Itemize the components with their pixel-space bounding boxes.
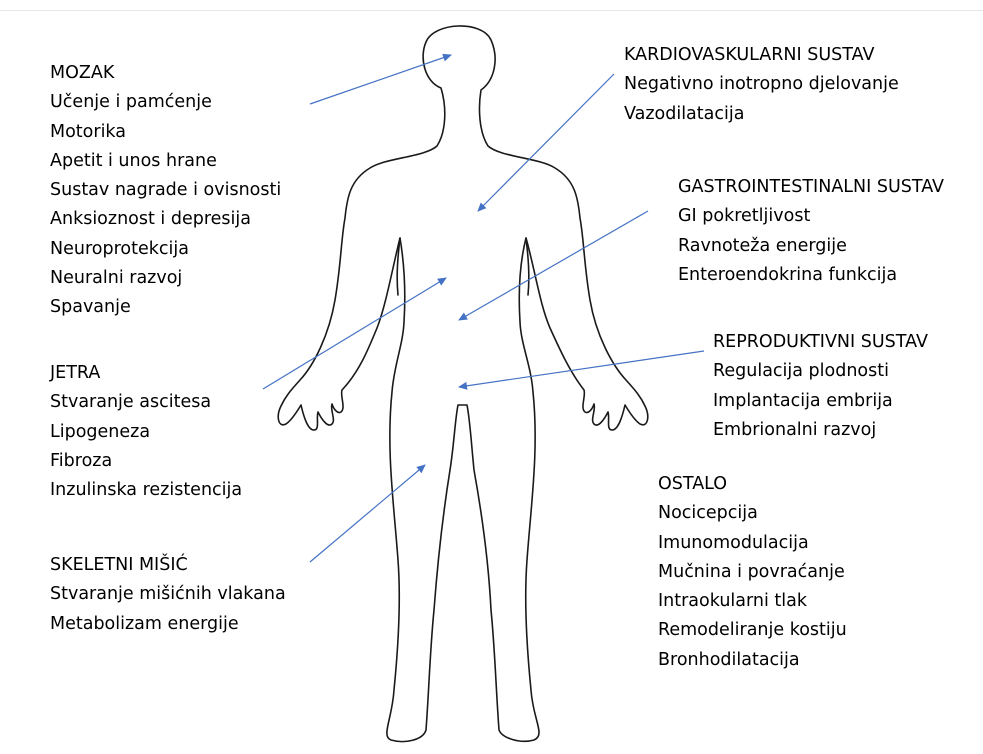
group-title-repro: REPRODUKTIVNI SUSTAV — [713, 328, 928, 357]
connector-arrows — [263, 55, 704, 562]
list-item: Ravnoteža energije — [678, 232, 944, 261]
list-item: Bronhodilatacija — [658, 646, 847, 675]
arrow-jetra — [263, 278, 446, 389]
list-item: Apetit i unos hrane — [50, 147, 281, 176]
group-kardio: KARDIOVASKULARNI SUSTAV Negativno inotro… — [624, 41, 899, 129]
list-item: Stvaranje ascitesa — [50, 388, 242, 417]
arrow-gastro — [459, 211, 648, 320]
group-ostalo: OSTALO Nocicepcija Imunomodulacija Mučni… — [658, 470, 847, 675]
list-item: Embrionalni razvoj — [713, 416, 928, 445]
list-item: Lipogeneza — [50, 418, 242, 447]
list-item: Neuralni razvoj — [50, 264, 281, 293]
list-item: Metabolizam energije — [50, 610, 286, 639]
list-item: Inzulinska rezistencija — [50, 476, 242, 505]
group-title-skeletni: SKELETNI MIŠIĆ — [50, 551, 286, 580]
list-item: Negativno inotropno djelovanje — [624, 70, 899, 99]
list-item: Nocicepcija — [658, 499, 847, 528]
group-title-mozak: MOZAK — [50, 59, 281, 88]
list-item: Regulacija plodnosti — [713, 357, 928, 386]
list-item: Imunomodulacija — [658, 529, 847, 558]
human-body-outline — [278, 26, 647, 742]
list-item: Intraokularni tlak — [658, 587, 847, 616]
list-item: Spavanje — [50, 293, 281, 322]
list-item: Implantacija embrija — [713, 387, 928, 416]
arrow-kardio — [478, 74, 614, 211]
list-item: GI pokretljivost — [678, 202, 944, 231]
list-item: Neuroprotekcija — [50, 235, 281, 264]
arrow-repro — [459, 351, 704, 387]
group-title-jetra: JETRA — [50, 359, 242, 388]
list-item: Učenje i pamćenje — [50, 88, 281, 117]
group-title-ostalo: OSTALO — [658, 470, 847, 499]
list-item: Motorika — [50, 118, 281, 147]
list-item: Fibroza — [50, 447, 242, 476]
list-item: Enteroendokrina funkcija — [678, 261, 944, 290]
group-title-gastro: GASTROINTESTINALNI SUSTAV — [678, 173, 944, 202]
list-item: Sustav nagrade i ovisnosti — [50, 176, 281, 205]
arrow-skeletni — [310, 465, 425, 562]
list-item: Remodeliranje kostiju — [658, 616, 847, 645]
list-item: Anksioznost i depresija — [50, 205, 281, 234]
group-title-kardio: KARDIOVASKULARNI SUSTAV — [624, 41, 899, 70]
list-item: Stvaranje mišićnih vlakana — [50, 580, 286, 609]
list-item: Mučnina i povraćanje — [658, 558, 847, 587]
group-mozak: MOZAK Učenje i pamćenje Motorika Apetit … — [50, 59, 281, 323]
group-jetra: JETRA Stvaranje ascitesa Lipogeneza Fibr… — [50, 359, 242, 505]
list-item: Vazodilatacija — [624, 100, 899, 129]
group-repro: REPRODUKTIVNI SUSTAV Regulacija plodnost… — [713, 328, 928, 445]
group-skeletni: SKELETNI MIŠIĆ Stvaranje mišićnih vlakan… — [50, 551, 286, 639]
group-gastro: GASTROINTESTINALNI SUSTAV GI pokretljivo… — [678, 173, 944, 290]
